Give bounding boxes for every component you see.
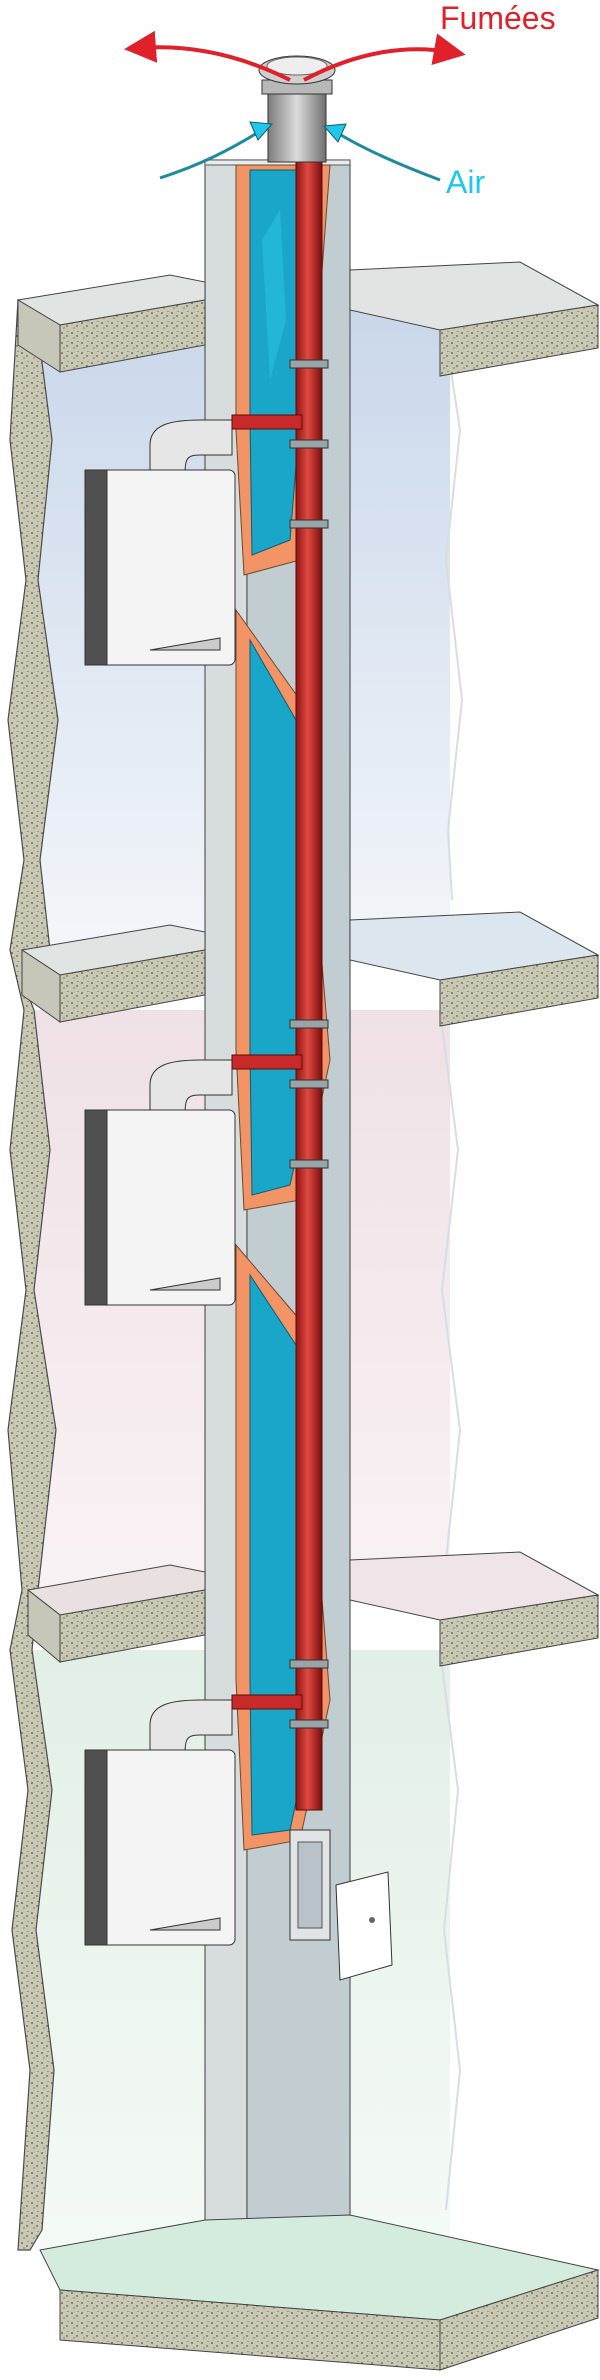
air-label: Air [446, 164, 486, 200]
right-wall-outline [439, 299, 464, 2211]
air-arrow-left-head [249, 121, 274, 141]
smoke-arrow-left [124, 30, 291, 82]
smoke-label: Fumées [440, 0, 556, 36]
air-arrow-right [335, 130, 441, 182]
air-arrow-left [159, 128, 263, 180]
hatch-door [335, 1871, 393, 1981]
floor-slab-ground [39, 2214, 600, 2371]
floor-slab-1 [16, 261, 600, 377]
air-arrow-right-head [322, 123, 347, 143]
smoke-arrow-right [303, 33, 466, 82]
boiler-2 [84, 1054, 303, 1306]
chimney-cap [258, 55, 336, 163]
inspection-hatch [289, 1829, 331, 1941]
floor-slab-2 [20, 911, 600, 1027]
left-wall-section [7, 299, 59, 2251]
boiler-3 [84, 1694, 303, 1946]
floor-slab-3 [26, 1551, 600, 1667]
boiler-1 [84, 414, 303, 666]
flue-pipe [295, 159, 323, 1811]
pipe-clamps [289, 359, 329, 1729]
